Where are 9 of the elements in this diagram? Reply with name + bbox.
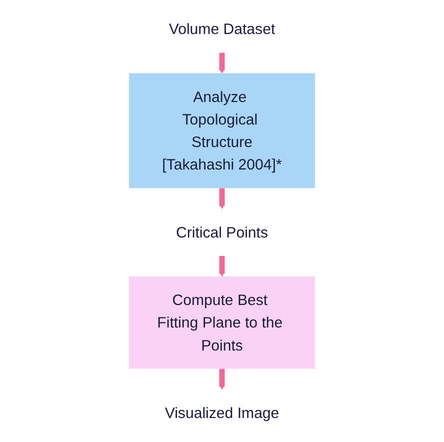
node-box: Analyze Topological Structure [Takahashi 2004]* [128, 73, 316, 188]
node-text: Volume Dataset [168, 20, 276, 38]
arrow [219, 52, 225, 74]
arrow [219, 254, 225, 277]
node-text: Visualized Image [164, 404, 280, 422]
node-text: Critical Points [176, 224, 268, 241]
arrow [219, 368, 225, 390]
node-box: Compute Best Fitting Plane to the Points [128, 276, 316, 369]
arrow [219, 187, 225, 209]
